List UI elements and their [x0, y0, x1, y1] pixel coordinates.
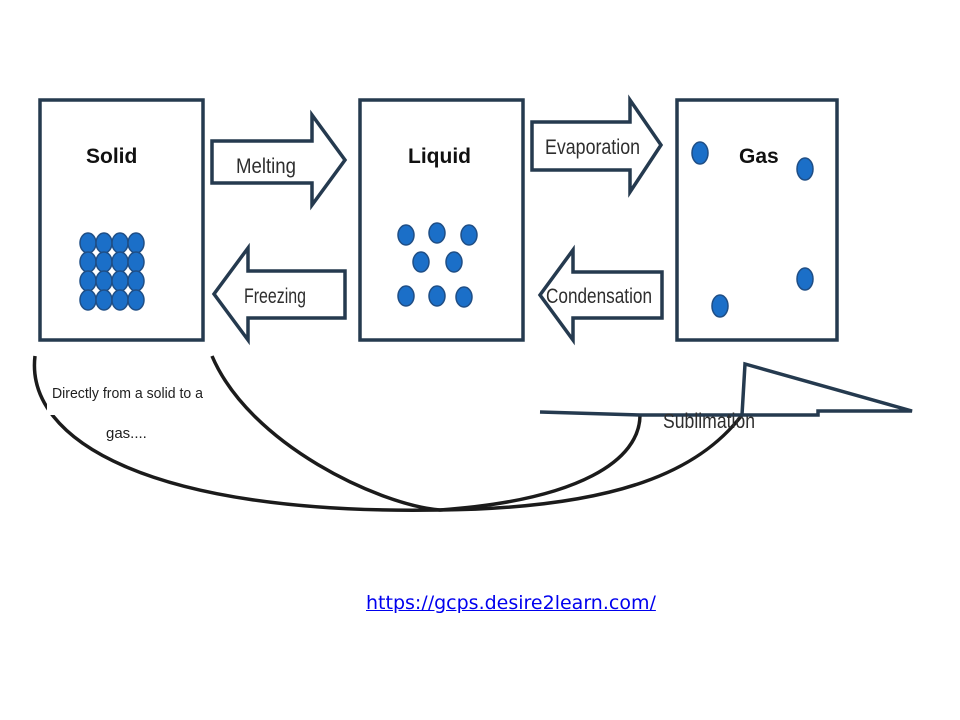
solid-particle [111, 270, 129, 292]
solid-particle [127, 232, 145, 254]
liquid-particle [428, 222, 446, 244]
gas-particle [711, 294, 729, 318]
gas-particle [796, 157, 814, 181]
gas-particle [796, 267, 814, 291]
sublimation-arc-outer [32, 355, 744, 512]
freezing-arrow: Freezing [211, 242, 347, 346]
solid-particle [111, 289, 129, 311]
condensation-label: Condensation [546, 285, 652, 308]
solid-particle [79, 232, 97, 254]
sublimation-arrowhead [539, 361, 913, 417]
liquid-label: Liquid [408, 145, 471, 168]
solid-particle [79, 289, 97, 311]
liquid-particle [397, 224, 415, 246]
sublimation-curve: Sublimation [32, 355, 913, 512]
solid-box: Solid [38, 98, 205, 342]
solid-particle [95, 251, 113, 273]
gas-label: Gas [739, 145, 779, 168]
liquid-box: Liquid [358, 98, 525, 342]
note-background [47, 370, 207, 415]
liquid-particles [397, 222, 478, 308]
solid-particle [79, 251, 97, 273]
freezing-label: Freezing [244, 285, 306, 308]
liquid-particle [412, 251, 430, 273]
solid-particle [95, 270, 113, 292]
gas-particle [691, 141, 709, 165]
note-line-2: gas.... [106, 425, 147, 442]
liquid-particle [445, 251, 463, 273]
solid-particle [127, 270, 145, 292]
solid-particle [111, 251, 129, 273]
sublimation-arc-inner [210, 355, 642, 512]
gas-box: Gas [675, 98, 839, 342]
note-line-1: Directly from a solid to a [52, 385, 204, 402]
solid-particle [111, 232, 129, 254]
evaporation-label: Evaporation [545, 136, 640, 159]
melting-arrow: Melting [210, 109, 348, 211]
liquid-particle [397, 285, 415, 307]
gas-particles [691, 141, 814, 318]
solid-particle [127, 289, 145, 311]
evaporation-arrow: Evaporation [530, 94, 664, 198]
solid-particle [127, 251, 145, 273]
melting-label: Melting [236, 155, 296, 178]
sublimation-label: Sublimation [663, 410, 755, 433]
liquid-particle [460, 224, 478, 246]
solid-particles [79, 232, 145, 311]
source-link[interactable]: https://gcps.desire2learn.com/ [366, 592, 656, 614]
solid-particle [79, 270, 97, 292]
liquid-particle [428, 285, 446, 307]
solid-particle [95, 289, 113, 311]
solid-particle [95, 232, 113, 254]
condensation-arrow: Condensation [537, 244, 664, 346]
solid-label: Solid [86, 145, 137, 168]
liquid-particle [455, 286, 473, 308]
